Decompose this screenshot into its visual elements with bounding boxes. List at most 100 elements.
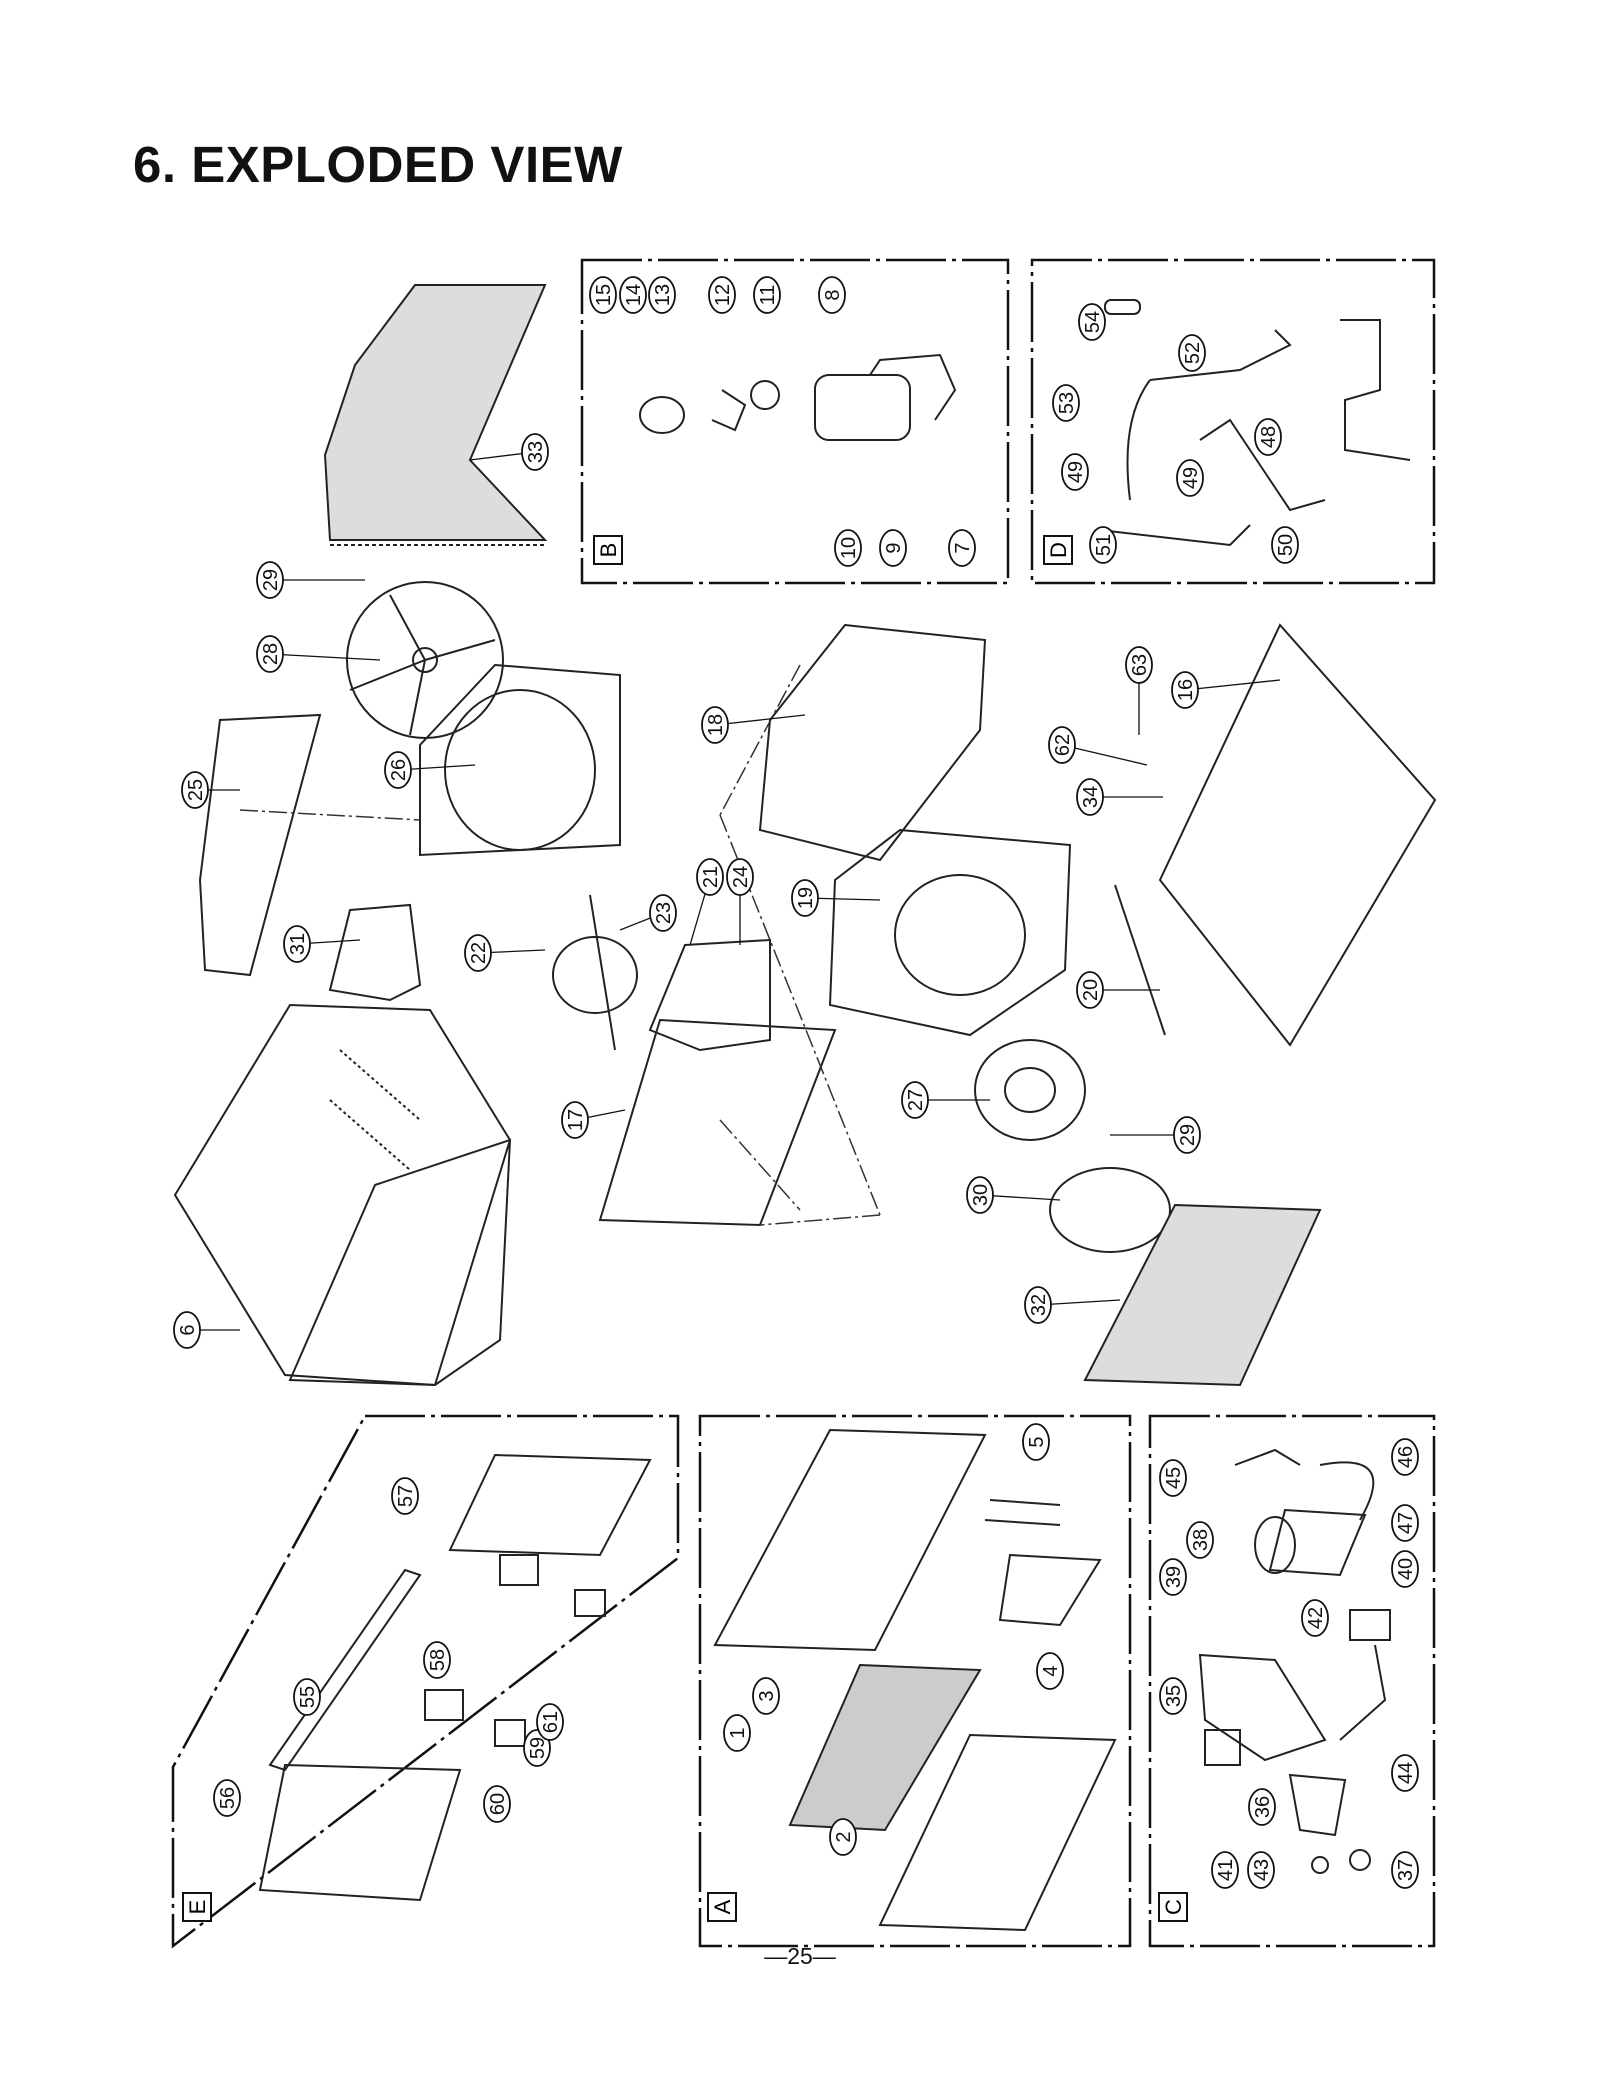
svg-text:63: 63: [1129, 654, 1151, 676]
part-label-46: 46: [1391, 1438, 1419, 1476]
part-label-37: 37: [1391, 1851, 1419, 1889]
svg-text:D: D: [1046, 542, 1071, 558]
part-label-55: 55: [293, 1678, 321, 1716]
fan-blade-drawing: [346, 581, 504, 739]
part-label-60: 60: [483, 1785, 511, 1823]
svg-text:5: 5: [1026, 1436, 1048, 1447]
mounting-parts-drawing: [258, 1453, 652, 1902]
part-label-48: 48: [1254, 418, 1282, 456]
panel-a-frame: [698, 1414, 1132, 1948]
part-label-51: 51: [1089, 526, 1117, 564]
guide-line: [239, 809, 421, 821]
svg-text:55: 55: [297, 1686, 319, 1708]
svg-text:21: 21: [700, 866, 722, 888]
part-label-57: 57: [391, 1477, 419, 1515]
part-label-58: 58: [423, 1641, 451, 1679]
svg-text:8: 8: [822, 289, 844, 300]
svg-text:53: 53: [1056, 392, 1078, 414]
part-label-34: 34: [1076, 778, 1104, 816]
part-label-7: 7: [948, 529, 976, 567]
part-label-28: 28: [256, 635, 284, 673]
electrical-parts-drawing: [1198, 1448, 1391, 1874]
leader-line: [269, 653, 381, 661]
page-number: —25—: [764, 1943, 836, 1969]
svg-text:29: 29: [1177, 1124, 1199, 1146]
svg-text:33: 33: [525, 441, 547, 463]
svg-text:34: 34: [1080, 786, 1102, 808]
part-label-30: 30: [966, 1176, 994, 1214]
svg-text:27: 27: [905, 1089, 927, 1111]
svg-text:20: 20: [1080, 979, 1102, 1001]
part-label-10: 10: [834, 529, 862, 567]
leader-line: [1184, 679, 1281, 691]
svg-text:16: 16: [1175, 679, 1197, 701]
guide-line: [719, 1119, 801, 1211]
part-label-1: 1: [723, 1714, 751, 1752]
svg-text:42: 42: [1305, 1607, 1327, 1629]
part-label-33: 33: [521, 433, 549, 471]
leader-line: [1061, 744, 1148, 766]
part-label-42: 42: [1301, 1599, 1329, 1637]
svg-text:52: 52: [1182, 342, 1204, 364]
blower-drawing: [974, 1039, 1086, 1141]
part-label-25: 25: [181, 771, 209, 809]
panel-letter-b: B: [593, 535, 623, 565]
part-label-47: 47: [1391, 1504, 1419, 1542]
panel-letter-a: A: [707, 1892, 737, 1922]
svg-text:2: 2: [833, 1831, 855, 1842]
part-label-50: 50: [1271, 526, 1299, 564]
part-label-27: 27: [901, 1081, 929, 1119]
part-label-8: 8: [818, 276, 846, 314]
part-label-5: 5: [1022, 1423, 1050, 1461]
panel-e-frame: [171, 1414, 680, 1949]
svg-text:61: 61: [540, 1711, 562, 1733]
compressor-drawing: [639, 353, 957, 441]
svg-text:59: 59: [527, 1737, 549, 1759]
panel-letter-e: E: [182, 1892, 212, 1922]
svg-text:22: 22: [468, 942, 490, 964]
shroud-drawing: [419, 663, 621, 857]
part-label-40: 40: [1391, 1550, 1419, 1588]
svg-text:11: 11: [757, 285, 779, 306]
part-label-20: 20: [1076, 971, 1104, 1009]
svg-text:41: 41: [1215, 1859, 1237, 1881]
part-label-52: 52: [1178, 334, 1206, 372]
part-label-36: 36: [1248, 1788, 1276, 1826]
part-label-63: 63: [1125, 646, 1153, 684]
svg-text:23: 23: [653, 902, 675, 924]
svg-text:40: 40: [1395, 1558, 1417, 1580]
svg-text:38: 38: [1190, 1529, 1212, 1551]
svg-text:24: 24: [730, 866, 752, 888]
svg-text:4: 4: [1040, 1665, 1062, 1676]
part-label-19: 19: [791, 879, 819, 917]
part-label-12: 12: [708, 276, 736, 314]
svg-text:35: 35: [1163, 1685, 1185, 1707]
svg-text:39: 39: [1163, 1566, 1185, 1588]
tubing-drawing: [1099, 299, 1411, 547]
svg-text:48: 48: [1258, 426, 1280, 448]
part-label-26: 26: [384, 751, 412, 789]
part-label-2: 2: [829, 1818, 857, 1856]
svg-text:62: 62: [1052, 734, 1074, 756]
svg-text:9: 9: [883, 542, 905, 553]
part-label-29: 29: [1173, 1116, 1201, 1154]
part-label-32: 32: [1024, 1286, 1052, 1324]
part-label-11: 11: [753, 276, 781, 314]
svg-text:12: 12: [712, 284, 734, 306]
orifice-ring-drawing: [1049, 1167, 1171, 1253]
svg-text:49: 49: [1065, 461, 1087, 483]
svg-text:32: 32: [1028, 1294, 1050, 1316]
svg-text:46: 46: [1395, 1446, 1417, 1468]
svg-text:47: 47: [1395, 1512, 1417, 1534]
svg-text:57: 57: [395, 1485, 417, 1507]
part-label-35: 35: [1159, 1677, 1187, 1715]
part-label-56: 56: [213, 1779, 241, 1817]
evaporator-shroud-drawing: [758, 623, 987, 862]
svg-text:37: 37: [1395, 1859, 1417, 1881]
svg-text:E: E: [185, 1900, 210, 1915]
part-label-53: 53: [1052, 384, 1080, 422]
part-label-38: 38: [1186, 1521, 1214, 1559]
motor-drawing: [552, 894, 638, 1051]
part-label-23: 23: [649, 894, 677, 932]
